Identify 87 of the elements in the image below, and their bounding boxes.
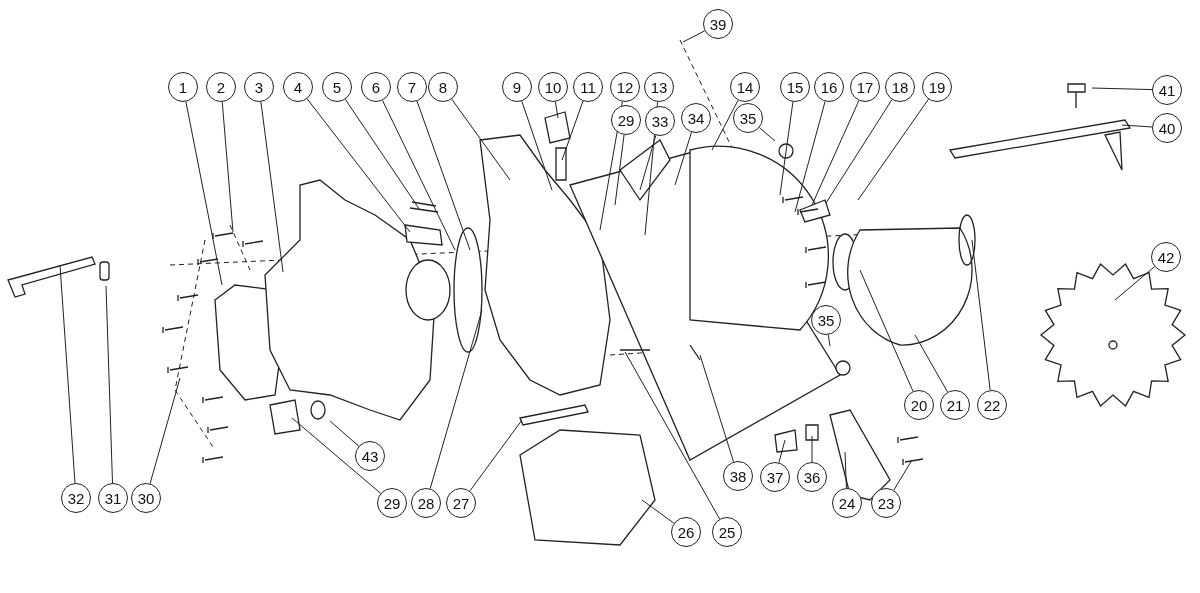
leader-line: [416, 100, 471, 251]
callout-number: 2: [206, 72, 236, 102]
leader-line: [914, 334, 949, 393]
leader-line: [329, 420, 360, 447]
leader-line: [306, 98, 411, 233]
callout-number: 5: [322, 72, 352, 102]
leader-line: [844, 451, 847, 489]
leader-line: [811, 100, 860, 206]
leader-line: [778, 439, 786, 463]
leader-line: [1091, 87, 1153, 91]
callout-number: 24: [832, 488, 862, 518]
callout-number: 30: [131, 483, 161, 513]
leader-line: [554, 101, 559, 119]
leader-line: [971, 239, 991, 391]
leader-line: [825, 99, 893, 204]
callout-number: 41: [1152, 75, 1182, 105]
leader-line: [779, 101, 794, 196]
callout-number: 3: [244, 72, 274, 102]
callout-number: 36: [797, 462, 827, 492]
callout-number: 12: [610, 72, 640, 102]
leader-line: [699, 354, 734, 463]
callout-number: 39: [703, 9, 733, 39]
leader-line: [344, 98, 421, 211]
leader-line: [221, 101, 234, 233]
callout-number: 37: [760, 462, 790, 492]
callout-number: 7: [397, 72, 427, 102]
callout-number: 26: [671, 517, 701, 547]
callout-number: 10: [538, 72, 568, 102]
callout-number: 29: [611, 105, 641, 135]
leader-line: [521, 100, 553, 191]
leader-line: [614, 134, 625, 206]
callout-number: 38: [723, 461, 753, 491]
callout-number: 16: [814, 72, 844, 102]
leader-line: [291, 417, 382, 494]
callout-number: 31: [98, 483, 128, 513]
leader-line: [639, 134, 657, 191]
leader-line: [827, 334, 831, 347]
callout-number: 8: [428, 72, 458, 102]
leader-line: [382, 100, 456, 251]
callout-number: 18: [885, 72, 915, 102]
leader-line: [59, 264, 76, 484]
callout-number: 35: [811, 305, 841, 335]
callout-number: 33: [645, 106, 675, 136]
callout-number: 13: [644, 72, 674, 102]
callout-number: 15: [780, 72, 810, 102]
leader-line: [794, 100, 826, 213]
callout-number: 20: [904, 390, 934, 420]
callout-number: 9: [502, 72, 532, 102]
leader-line: [893, 459, 913, 491]
callout-number: 43: [355, 441, 385, 471]
leader-line: [105, 285, 113, 484]
leader-line: [469, 419, 523, 492]
callout-number: 6: [361, 72, 391, 102]
leader-line: [451, 98, 511, 181]
callout-number: 25: [712, 517, 742, 547]
callout-number: 1: [168, 72, 198, 102]
leader-line: [641, 499, 675, 524]
leader-line: [682, 30, 706, 43]
leader-line: [758, 127, 776, 142]
leader-line: [1121, 124, 1153, 128]
callout-number: 34: [681, 103, 711, 133]
leader-line: [624, 351, 721, 520]
leader-line: [429, 309, 483, 490]
callout-number: 14: [730, 72, 760, 102]
callout-number: 22: [977, 390, 1007, 420]
leader-line: [149, 377, 181, 485]
callout-number: 21: [940, 390, 970, 420]
callout-number: 32: [61, 483, 91, 513]
callout-number: 27: [446, 488, 476, 518]
leader-line: [260, 101, 284, 273]
leader-line: [674, 131, 692, 186]
callout-number: 17: [850, 72, 880, 102]
callout-number: 19: [922, 72, 952, 102]
callout-number: 23: [871, 488, 901, 518]
leader-line: [859, 269, 914, 392]
leader-line: [811, 435, 813, 463]
callout-number: 28: [411, 488, 441, 518]
callout-number: 11: [573, 72, 603, 102]
callout-number: 29: [377, 488, 407, 518]
leader-line: [185, 101, 223, 286]
leader-line: [561, 100, 584, 161]
callout-number: 40: [1152, 113, 1182, 143]
leader-line: [711, 99, 739, 151]
callout-number: 35: [733, 103, 763, 133]
leader-line: [857, 98, 929, 201]
callout-number: 4: [283, 72, 313, 102]
callout-number: 42: [1151, 242, 1181, 272]
